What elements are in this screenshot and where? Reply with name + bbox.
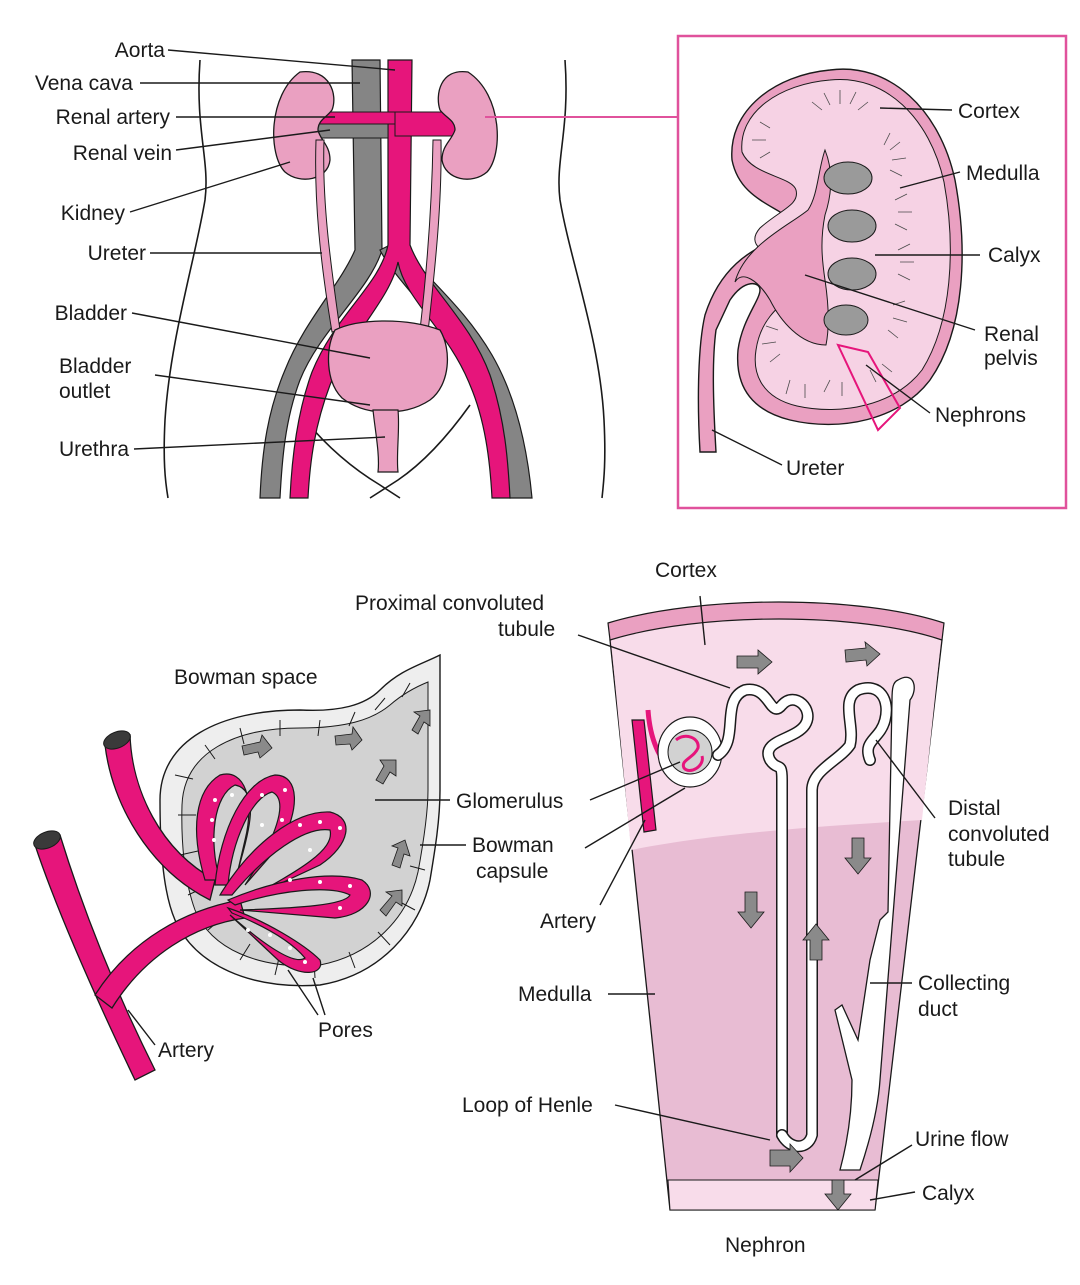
groin-line-right xyxy=(369,404,471,499)
leader-n-cortex xyxy=(699,595,706,646)
renal-vein-vessel xyxy=(317,123,389,139)
label-n-calyx: Calyx xyxy=(922,1182,975,1205)
nephron-panel: Cortex Proximal convoluted tubule Artery… xyxy=(355,559,1050,1257)
label-dct-line2: convoluted xyxy=(948,823,1050,846)
label-k-ureter: Ureter xyxy=(786,457,844,480)
aorta-vessel xyxy=(289,59,511,499)
label-kidney: Kidney xyxy=(61,202,126,225)
bowman-flow-arrows xyxy=(241,709,431,917)
leader-k-cortex xyxy=(879,107,953,111)
renal-artery-vessel xyxy=(317,111,399,125)
kidney-detail-panel: Cortex Medulla Calyx Renal pelvis Nephro… xyxy=(676,34,1068,510)
label-bowman-capsule-line2: capsule xyxy=(476,860,548,883)
label-glomerulus: Glomerulus xyxy=(456,790,563,813)
glomerulus-artery-trunk xyxy=(34,834,156,1081)
glomerulus-capillary-loops xyxy=(196,773,371,973)
label-dct-line3: tubule xyxy=(948,848,1005,871)
afferent-artery-opening xyxy=(103,730,131,750)
leader-loop-of-henle xyxy=(614,1104,771,1141)
label-pores: Pores xyxy=(318,1019,373,1042)
label-k-renal-pelvis-line1: Renal xyxy=(984,323,1039,346)
label-n-artery: Artery xyxy=(540,910,597,933)
label-bladder-outlet-line2: outlet xyxy=(59,380,111,403)
glomerulus-panel: Bowman space Glomerulus Bowman capsule A… xyxy=(33,653,563,1081)
label-k-medulla: Medulla xyxy=(966,162,1040,185)
label-k-calyx: Calyx xyxy=(988,244,1041,267)
label-bladder-outlet-line1: Bladder xyxy=(59,355,131,378)
leader-k-medulla xyxy=(899,171,961,189)
leader-renal-vein xyxy=(175,129,331,151)
leader-pores-a xyxy=(287,969,319,1016)
nephron-flow-arrows xyxy=(736,641,881,1211)
label-loop-of-henle: Loop of Henle xyxy=(462,1094,593,1117)
proximal-tubule-lumen xyxy=(713,685,813,1140)
left-ureter xyxy=(315,139,341,333)
label-bowman-space: Bowman space xyxy=(174,666,318,689)
label-pct-line1: Proximal convoluted xyxy=(355,592,544,615)
kidney-cortex-tufts xyxy=(752,90,914,398)
nephron-artery-vessel xyxy=(631,719,657,833)
leader-n-calyx xyxy=(869,1191,916,1201)
leader-k-nephrons xyxy=(865,364,931,414)
label-nephron-caption: Nephron xyxy=(725,1234,806,1257)
glomerulus-afferent-artery xyxy=(104,734,216,901)
label-k-cortex: Cortex xyxy=(958,100,1020,123)
nephron-calyx-band xyxy=(667,1179,879,1211)
label-k-nephrons: Nephrons xyxy=(935,404,1026,427)
kidney-renal-pelvis xyxy=(734,148,832,346)
leader-aorta xyxy=(167,49,396,71)
leader-bladder xyxy=(131,312,371,359)
label-bowman-capsule-line1: Bowman xyxy=(472,834,554,857)
torso-outline-right xyxy=(558,59,606,499)
label-renal-vein: Renal vein xyxy=(73,142,172,165)
label-n-medulla: Medulla xyxy=(518,983,592,1006)
leader-kidney xyxy=(129,161,291,213)
label-urethra: Urethra xyxy=(59,438,129,461)
leader-urine-flow xyxy=(854,1144,913,1181)
loop-of-henle-lumen xyxy=(777,683,891,1151)
label-renal-artery: Renal artery xyxy=(56,106,171,129)
label-collecting-duct-line2: duct xyxy=(918,998,958,1021)
label-dct-line1: Distal xyxy=(948,797,1001,820)
vena-cava-vessel xyxy=(259,59,383,499)
bladder xyxy=(327,320,449,413)
right-kidney xyxy=(437,71,498,180)
leader-bladder-outlet xyxy=(154,374,371,406)
label-pct-line2: tubule xyxy=(498,618,555,641)
leader-n-bowman xyxy=(584,787,686,849)
label-bladder: Bladder xyxy=(55,302,127,325)
leader-k-ureter xyxy=(711,429,783,466)
collecting-duct xyxy=(834,676,915,1171)
urinary-tract-panel: Aorta Vena cava Renal artery Renal vein … xyxy=(35,39,678,499)
leader-n-glomerulus xyxy=(589,761,681,801)
nephron-cortex-region xyxy=(611,619,941,850)
label-k-renal-pelvis-line2: pelvis xyxy=(984,347,1038,370)
artery-trunk-opening xyxy=(33,830,61,850)
label-collecting-duct-line1: Collecting xyxy=(918,972,1010,995)
label-aorta: Aorta xyxy=(115,39,166,62)
leader-g-artery xyxy=(127,1009,156,1046)
torso-outline-left xyxy=(163,59,207,499)
leader-k-renal-pelvis xyxy=(804,274,976,331)
label-g-artery: Artery xyxy=(158,1039,215,1062)
leader-dct xyxy=(875,739,936,819)
glomerulus-pores xyxy=(210,788,352,964)
leader-n-artery xyxy=(599,819,646,906)
label-ureter: Ureter xyxy=(88,242,146,265)
leader-pores-b xyxy=(312,977,326,1016)
nephron-highlight xyxy=(836,343,902,432)
label-vena-cava: Vena cava xyxy=(35,72,133,95)
nephron-cortex-band xyxy=(607,601,945,641)
label-n-cortex: Cortex xyxy=(655,559,717,582)
leader-pct xyxy=(577,634,731,689)
urethra xyxy=(372,409,400,473)
leader-urethra xyxy=(133,436,386,450)
kidney-medulla-pyramids xyxy=(823,161,877,336)
label-urine-flow: Urine flow xyxy=(915,1128,1009,1151)
nephron-glomerulus-capillaries xyxy=(675,734,704,772)
